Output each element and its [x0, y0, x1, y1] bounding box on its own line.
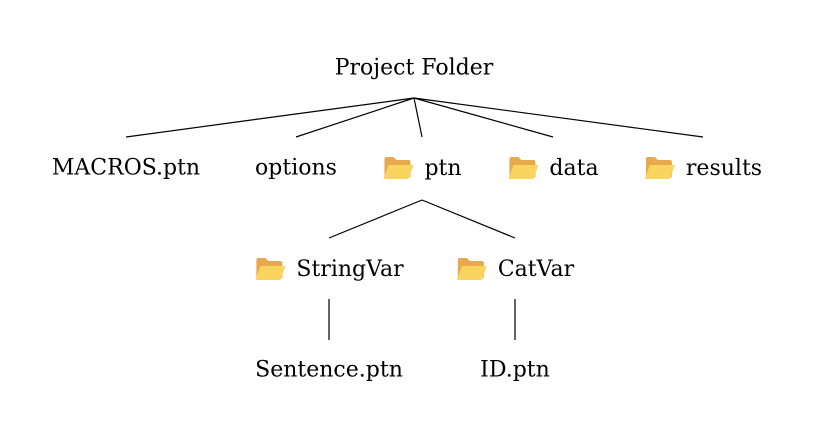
node-label: ID.ptn	[480, 357, 550, 383]
edge-root-options	[295, 97, 415, 138]
node-label: results	[685, 155, 763, 181]
node-macros-ptn: MACROS.ptn	[52, 156, 200, 181]
edge-root-data	[413, 97, 554, 138]
folder-icon	[508, 157, 539, 179]
node-label: options	[255, 155, 337, 181]
node-label: MACROS.ptn	[51, 155, 201, 181]
node-project-folder: Project Folder	[335, 56, 494, 81]
node-label: CatVar	[497, 256, 575, 282]
edge-ptn-stringvar	[328, 199, 423, 239]
folder-icon	[383, 157, 414, 179]
folder-icon	[255, 258, 286, 280]
edge-root-ptn	[413, 97, 423, 138]
folder-icon	[456, 258, 487, 280]
node-label: Project Folder	[334, 55, 494, 81]
node-stringvar: StringVar	[254, 256, 404, 282]
edge-root-macros	[125, 97, 415, 138]
node-ptn: ptn	[382, 155, 462, 181]
node-label: StringVar	[296, 256, 404, 282]
node-label: data	[549, 155, 599, 181]
node-label: ptn	[424, 155, 462, 181]
node-label: Sentence.ptn	[255, 357, 403, 383]
edge-ptn-catvar	[421, 199, 516, 239]
edge-root-results	[413, 97, 704, 138]
node-results: results	[644, 155, 762, 181]
node-sentence-ptn: Sentence.ptn	[255, 358, 403, 383]
node-options: options	[255, 156, 337, 181]
node-catvar: CatVar	[456, 256, 574, 282]
node-data: data	[507, 155, 599, 181]
folder-icon	[644, 157, 675, 179]
node-id-ptn: ID.ptn	[480, 358, 550, 383]
